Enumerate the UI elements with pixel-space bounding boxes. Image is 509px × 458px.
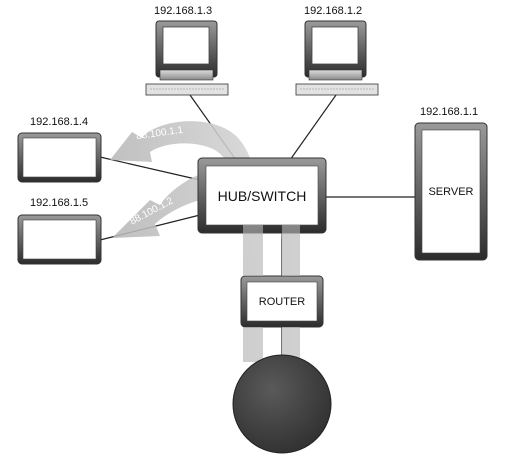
pc-right xyxy=(295,20,379,96)
device-bottom-ip-label: 192.168.1.5 xyxy=(30,197,89,209)
pc-left-screen xyxy=(162,26,210,65)
server-label: SERVER xyxy=(428,185,474,198)
flow-overlay xyxy=(243,225,300,362)
flow-arrow-upper xyxy=(110,121,263,362)
internet-cloud xyxy=(232,354,332,454)
pc-right-screen xyxy=(311,26,359,65)
link-device-top xyxy=(99,156,201,181)
pc-right-base xyxy=(308,69,363,81)
hub-switch-label: HUB/SWITCH xyxy=(217,187,307,204)
link-pc-right xyxy=(289,94,337,161)
router-box xyxy=(240,275,324,328)
pc-left-base xyxy=(159,69,214,81)
pc-right-ip-label: 192.168.1.2 xyxy=(304,5,363,17)
pc-right-keyboard xyxy=(295,83,379,96)
device-top xyxy=(17,132,102,183)
flow-arrow-lower xyxy=(112,167,300,362)
router-label: ROUTER xyxy=(258,295,306,308)
server-box xyxy=(414,122,488,261)
hub-switch-box xyxy=(197,157,327,234)
device-top-ip-label: 192.168.1.4 xyxy=(30,116,89,128)
device-bottom xyxy=(17,214,102,265)
pc-left-ip-label: 192.168.1.3 xyxy=(154,5,213,17)
server-ip-label: 192.168.1.1 xyxy=(420,106,479,118)
pc-left-keyboard xyxy=(145,83,229,96)
pc-left xyxy=(145,20,229,96)
